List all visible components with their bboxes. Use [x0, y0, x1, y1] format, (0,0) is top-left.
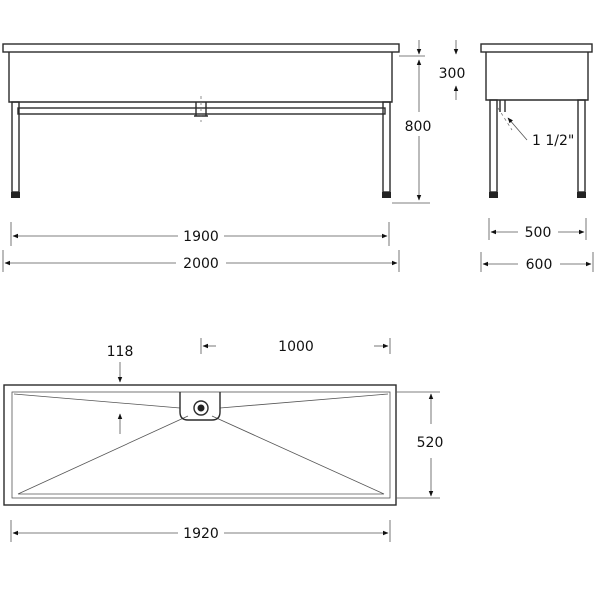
side-drain-pipe	[499, 100, 506, 112]
dim-label-520: 520	[417, 435, 444, 451]
plan-outer-rim	[3, 384, 397, 506]
front-view: 1900 2000 800	[2, 43, 432, 272]
side-foot-right	[577, 192, 586, 198]
dim-label-1000: 1000	[278, 339, 314, 355]
side-leg-right	[577, 99, 586, 193]
plan-drain-recess	[179, 392, 221, 421]
front-leg-left	[11, 101, 20, 193]
dim-label-2000: 2000	[183, 256, 219, 272]
dim-label-1900: 1900	[183, 229, 219, 245]
front-foot-right	[382, 192, 391, 198]
front-bowl	[8, 52, 393, 103]
plan-inner-bowl	[11, 391, 391, 499]
dim-label-118: 118	[107, 344, 134, 360]
dim-label-600: 600	[526, 257, 553, 273]
plan-slope-lines	[13, 393, 389, 495]
front-rim	[2, 43, 400, 53]
front-foot-left	[11, 192, 20, 198]
plan-view: 118 1000 520 1920	[3, 338, 444, 542]
side-view: 1 1/2" 500 600	[480, 43, 594, 273]
dim-bowl-depth: 300	[416, 40, 466, 100]
front-leg-right	[382, 101, 391, 193]
drain-leader	[507, 117, 528, 141]
side-foot-left	[489, 192, 498, 198]
side-leg-left	[489, 99, 498, 193]
side-bowl	[485, 52, 589, 101]
dim-label-500: 500	[525, 225, 552, 241]
dim-label-300: 300	[439, 66, 466, 82]
side-rim	[480, 43, 593, 53]
dim-label-1920: 1920	[183, 526, 219, 542]
dim-label-800: 800	[405, 119, 432, 135]
plan-drain-outer	[193, 400, 209, 416]
plan-drain-inner	[197, 404, 205, 412]
drain-size-label: 1 1/2"	[532, 133, 574, 149]
front-crossbar	[17, 107, 386, 115]
